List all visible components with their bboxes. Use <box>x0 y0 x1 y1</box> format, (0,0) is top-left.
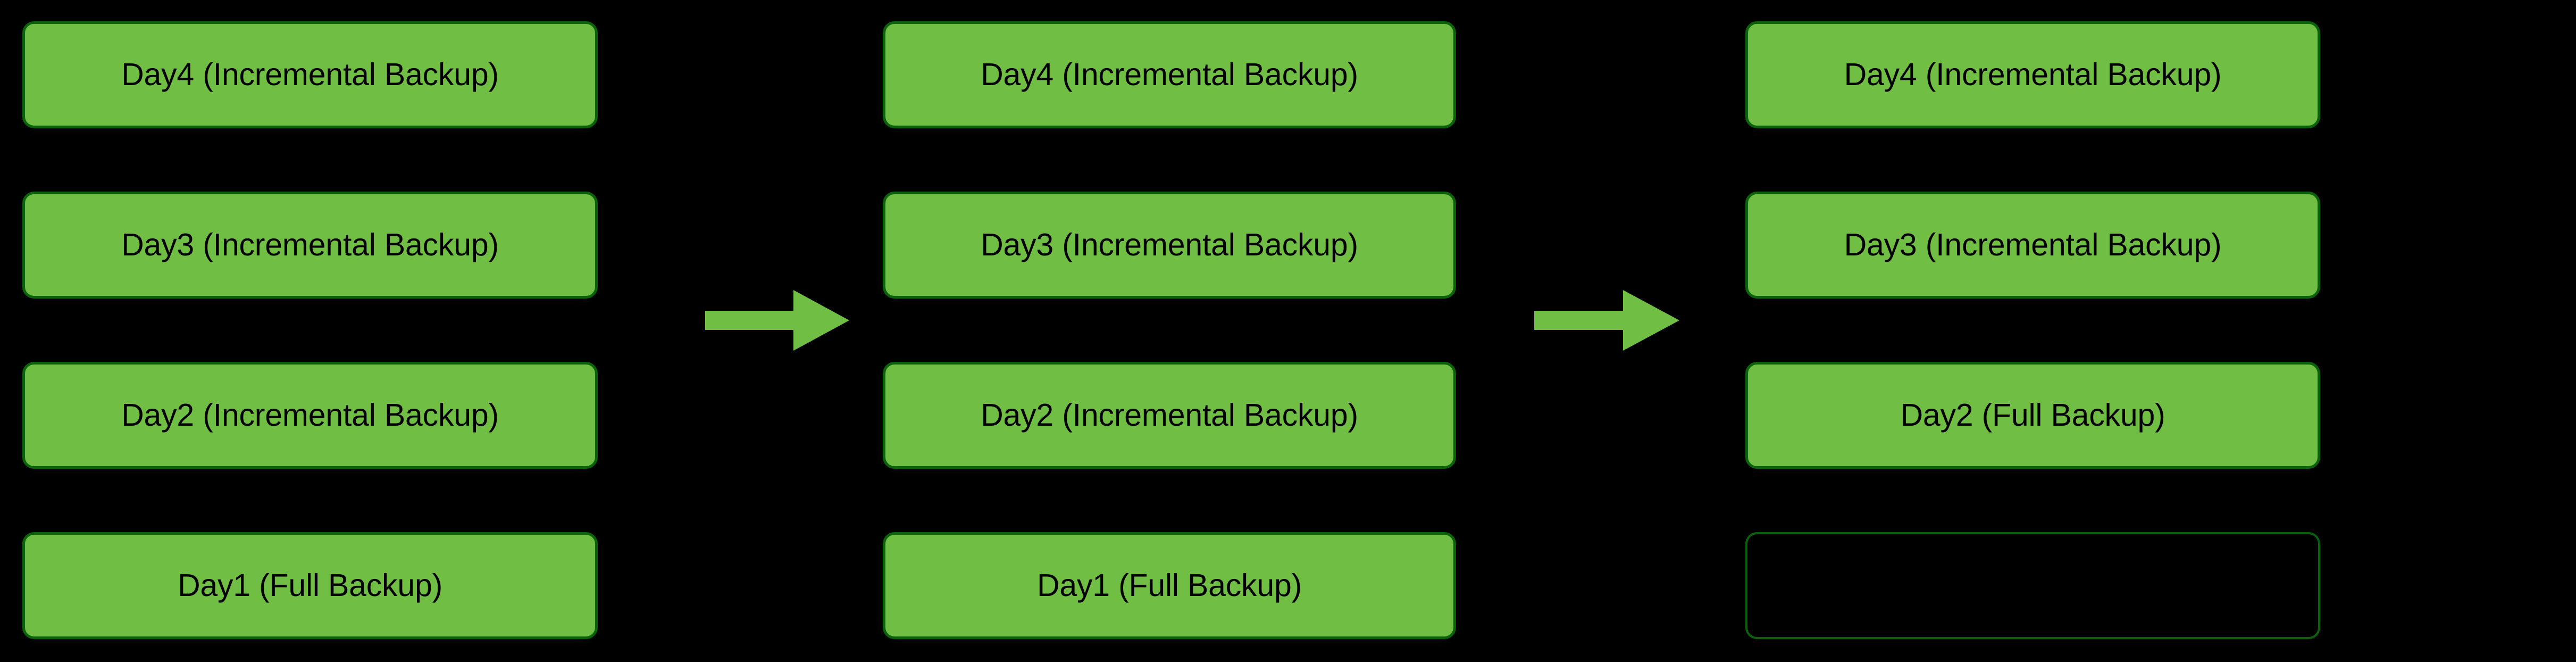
stage-column-2: Day4 (Incremental Backup) Day3 (Incremen… <box>883 0 1456 662</box>
backup-node-day3-stage1[interactable]: Day3 (Incremental Backup) <box>22 192 598 299</box>
backup-node-day1-stage1[interactable]: Day1 (Full Backup) <box>22 532 598 639</box>
stage-column-3: Day4 (Incremental Backup) Day3 (Incremen… <box>1745 0 2320 662</box>
backup-node-day2-stage3[interactable]: Day2 (Full Backup) <box>1745 362 2320 469</box>
backup-node-day1-stage2[interactable]: Day1 (Full Backup) <box>883 532 1456 639</box>
backup-node-day4-stage2[interactable]: Day4 (Incremental Backup) <box>883 21 1456 128</box>
backup-node-day2-stage1[interactable]: Day2 (Incremental Backup) <box>22 362 598 469</box>
backup-node-day4-stage1[interactable]: Day4 (Incremental Backup) <box>22 21 598 128</box>
backup-node-day4-stage3[interactable]: Day4 (Incremental Backup) <box>1745 21 2320 128</box>
right-arrow-icon-2 <box>1534 290 1679 351</box>
backup-node-empty-stage3[interactable] <box>1745 532 2320 639</box>
backup-node-day2-stage2[interactable]: Day2 (Incremental Backup) <box>883 362 1456 469</box>
right-arrow-icon-1 <box>705 290 849 351</box>
backup-node-day3-stage2[interactable]: Day3 (Incremental Backup) <box>883 192 1456 299</box>
stage-column-1: Day4 (Incremental Backup) Day3 (Incremen… <box>22 0 598 662</box>
backup-node-day3-stage3[interactable]: Day3 (Incremental Backup) <box>1745 192 2320 299</box>
